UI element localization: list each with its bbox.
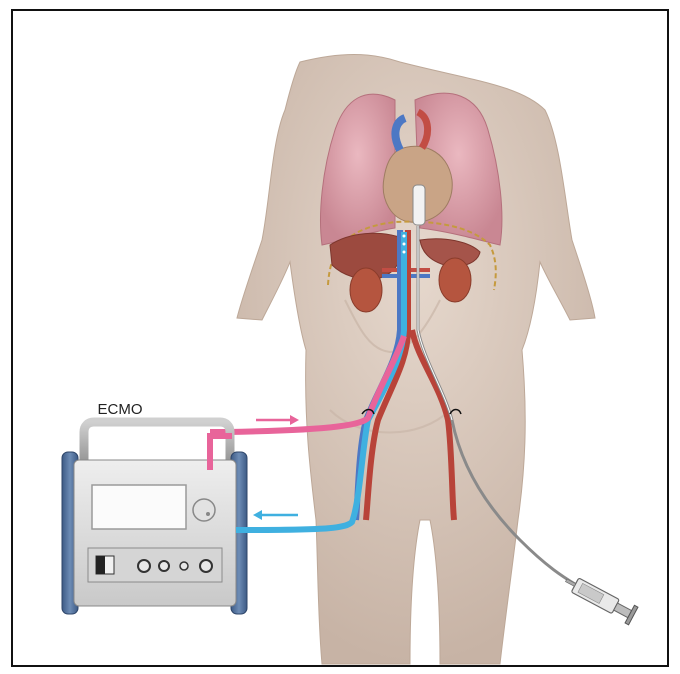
cannula-tip [413, 185, 425, 225]
machine-display [92, 485, 186, 529]
port-1 [138, 560, 150, 572]
port-4 [200, 560, 212, 572]
kidney-right [439, 258, 471, 302]
port-2 [159, 561, 169, 571]
kidney-left [350, 268, 382, 312]
port-3 [180, 562, 188, 570]
machine-knob [193, 499, 215, 521]
device-label: ECMO [98, 401, 143, 418]
